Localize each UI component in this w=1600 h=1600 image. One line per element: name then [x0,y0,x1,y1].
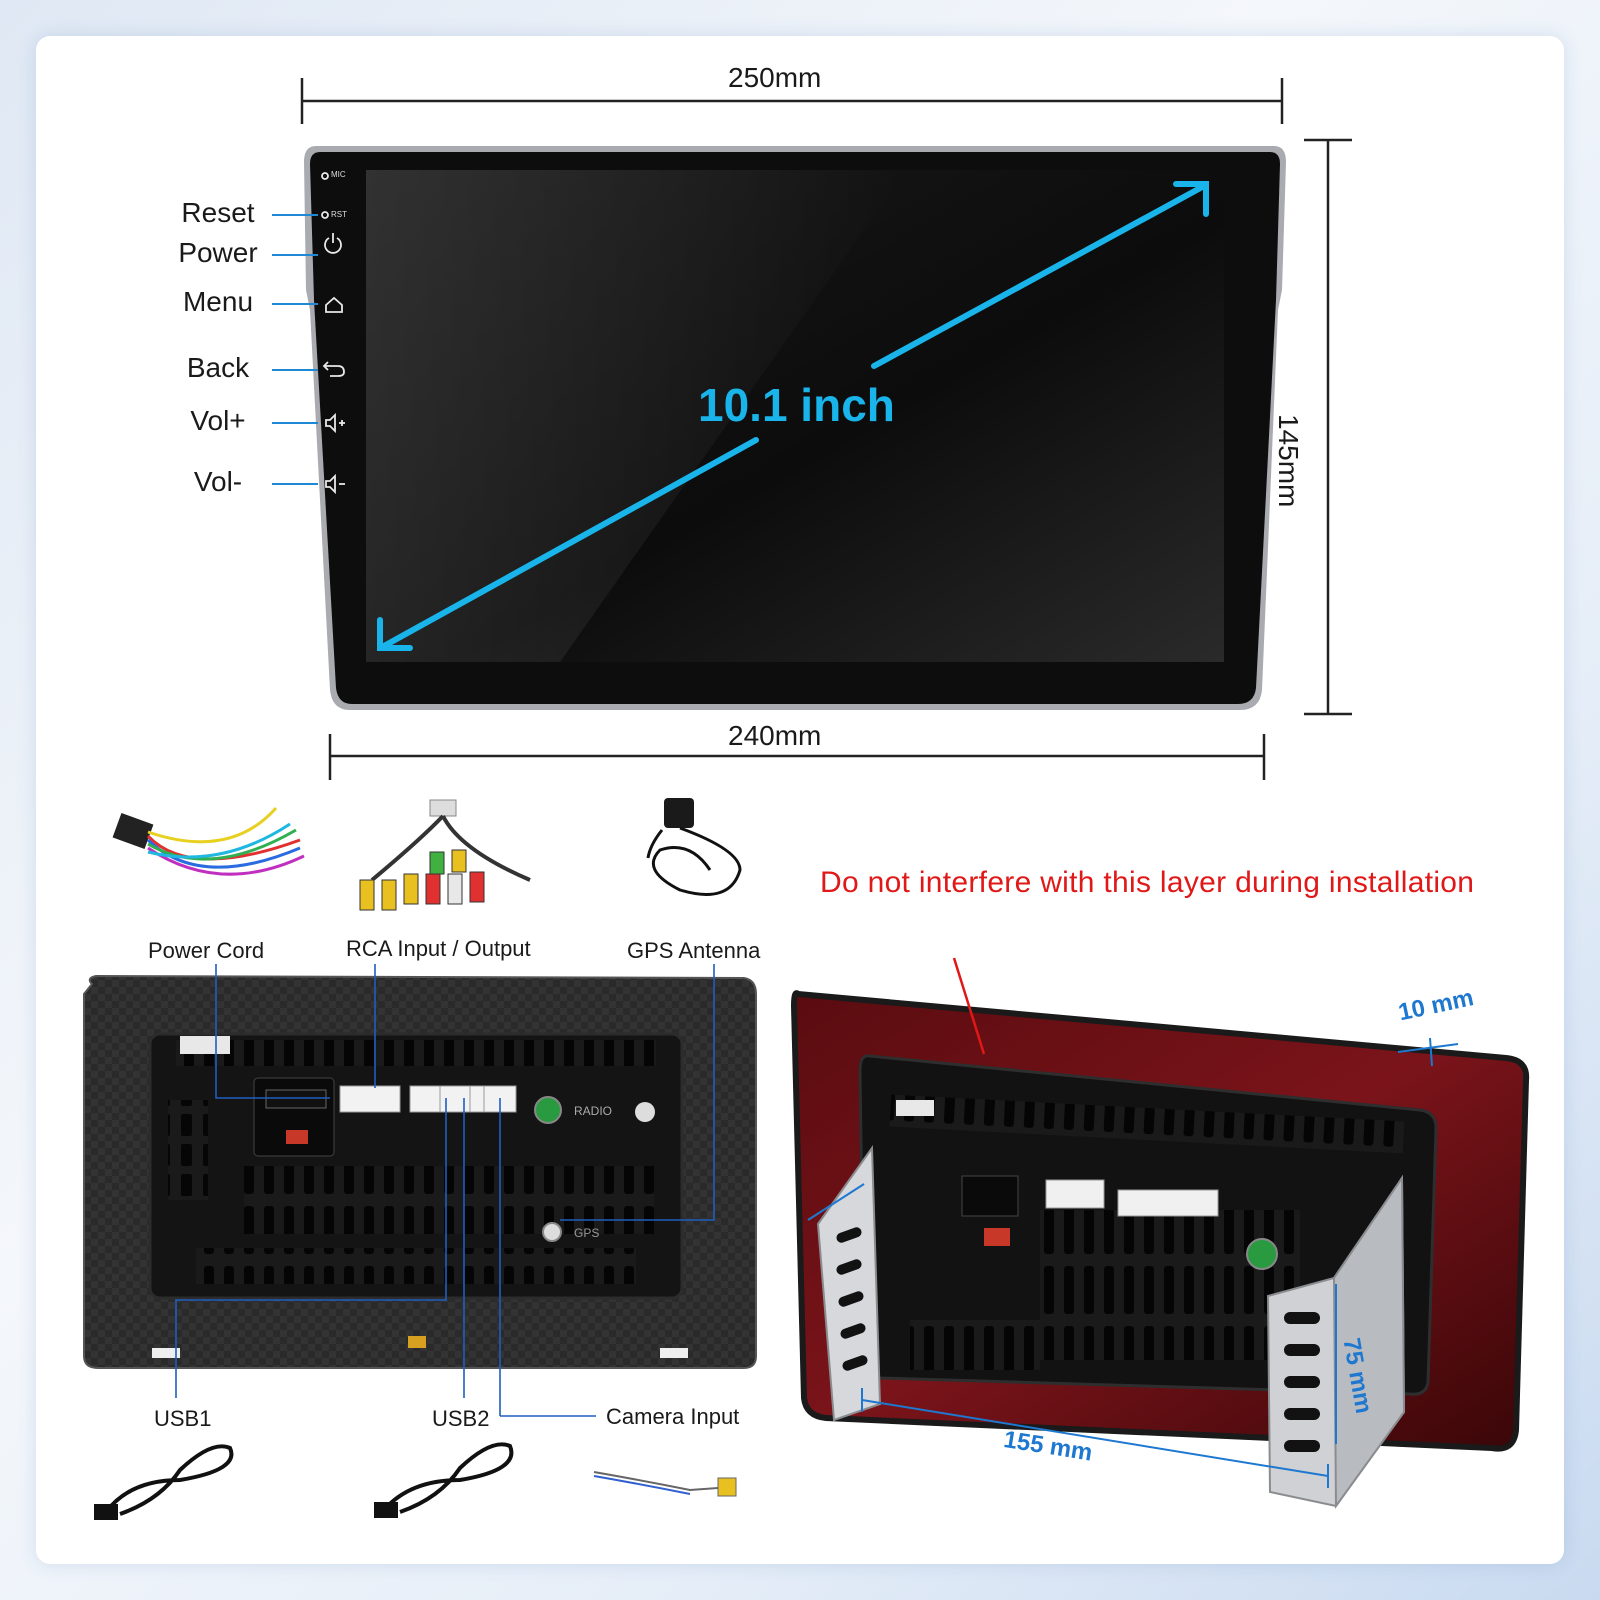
rst-label: RST [331,210,347,219]
back-panel-image [83,974,757,1369]
bottom-width-label: 240mm [728,720,822,751]
gps-antenna-image [646,798,742,896]
reset-hole-icon [321,211,329,219]
camera-cable-image [593,1471,737,1497]
power-icon [324,233,342,254]
side-button-vol-up: Vol+ [190,405,246,436]
mic-hole-icon [321,172,329,180]
gps-label: GPS Antenna [627,938,761,963]
side-button-vol-down: Vol- [193,466,243,497]
usb1-label: USB1 [154,1406,212,1431]
bottom-width-dimension [328,734,1266,780]
side-button-menu: Menu [182,286,254,317]
radio-mark: RADIO [574,1104,613,1118]
radio-port-icon [534,1096,562,1124]
side-button-leaders [272,214,318,485]
rca-cable-image [359,799,531,911]
side-button-back: Back [186,352,250,383]
top-width-label: 250mm [728,62,822,93]
back-icon [322,361,345,377]
warning-text: Do not interfere with this layer during … [820,866,1475,899]
height-label: 145mm [1273,414,1304,508]
usb1-cable-image [94,1444,234,1520]
accessory-leaders [175,964,715,1417]
install-view-image [790,990,1530,1510]
power-cord-image [112,807,305,876]
gps-mark: GPS [574,1226,600,1240]
side-button-icons [321,172,345,495]
power-cord-label: Power Cord [148,938,265,963]
usb2-cable-image [374,1442,514,1518]
side-button-power: Power [178,237,258,268]
vol-up-icon [325,412,345,434]
vol-down-icon [325,473,345,495]
diagonal-arrow [377,181,1209,651]
diagonal-label: 10.1 inch [698,379,895,431]
usb2-label: USB2 [432,1406,490,1431]
ground-icon [635,1102,655,1122]
side-button-reset: Reset [181,197,255,228]
height-dimension [1304,138,1352,716]
home-icon [325,296,343,313]
camera-label: Camera Input [606,1404,740,1429]
rca-label: RCA Input / Output [346,936,531,961]
gps-port-icon [542,1222,562,1242]
install-dimension-lines [807,1037,1459,1488]
warning-leader [952,957,986,1055]
top-width-dimension [300,78,1284,124]
mic-label: MIC [331,170,346,179]
